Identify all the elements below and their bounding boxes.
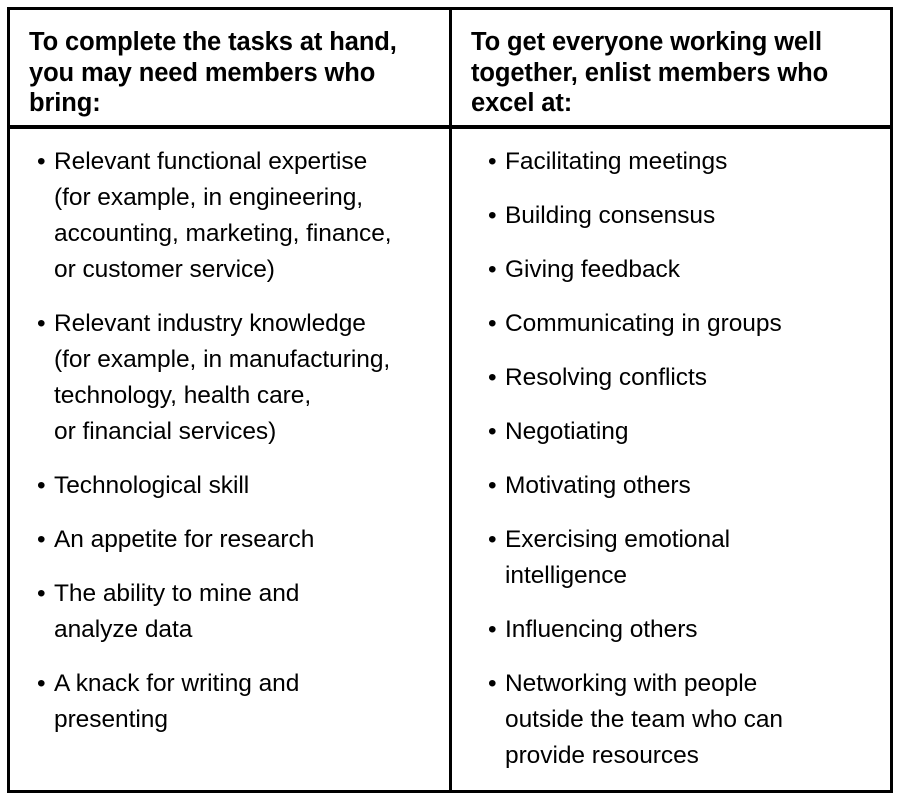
list-item-label: Technological skill [54,472,250,499]
list-item-label: Influencing others [505,616,698,643]
list-item-label: Communicating in groups [505,310,782,337]
list-item-label: Resolving conflicts [505,364,707,391]
list-item-label: Exercising emotional intelligence [505,526,731,589]
list-item-label: A knack for writing and presenting [54,670,300,733]
list-item-label: Facilitating meetings [505,148,728,175]
list-item: • Building consensus [488,198,876,234]
list-item: • Technological skill [37,468,435,504]
list-item-label: Giving feedback [505,256,680,283]
bullet-dot-icon: • [488,364,497,391]
bullet-dot-icon: • [488,418,497,445]
list-item: • Relevant functional expertise (for exa… [37,144,435,288]
list-item-label: Relevant industry knowledge (for example… [54,310,391,445]
table-body-row: • Relevant functional expertise (for exa… [10,129,890,790]
list-item: • Relevant industry knowledge (for examp… [37,306,435,450]
list-item: • Facilitating meetings [488,144,876,180]
header-cell-left: To complete the tasks at hand, you may n… [10,10,452,125]
bullet-dot-icon: • [488,310,497,337]
body-cell-right: • Facilitating meetings • Building conse… [452,129,890,790]
list-item-label: Motivating others [505,472,691,499]
bullet-dot-icon: • [37,580,46,607]
list-item: • Motivating others [488,468,876,504]
list-item-label: Negotiating [505,418,629,445]
header-cell-right: To get everyone working well together, e… [452,10,890,125]
bullet-dot-icon: • [37,526,46,553]
list-item: • Negotiating [488,414,876,450]
bullet-dot-icon: • [37,472,46,499]
list-item: • Communicating in groups [488,306,876,342]
bullet-list-teamwork: • Facilitating meetings • Building conse… [452,129,890,774]
bullet-dot-icon: • [488,526,497,553]
list-item-label: Relevant functional expertise (for examp… [54,148,392,283]
list-item-label: Building consensus [505,202,716,229]
list-item: • A knack for writing and presenting [37,666,435,738]
list-item: • The ability to mine and analyze data [37,576,435,648]
bullet-dot-icon: • [488,616,497,643]
column-header-tasks: To complete the tasks at hand, you may n… [29,28,397,117]
list-item-label: An appetite for research [54,526,315,553]
table-header-row: To complete the tasks at hand, you may n… [10,10,890,129]
bullet-dot-icon: • [488,256,497,283]
bullet-dot-icon: • [488,148,497,175]
bullet-dot-icon: • [37,310,46,337]
list-item-label: The ability to mine and analyze data [54,580,300,643]
bullet-dot-icon: • [488,202,497,229]
body-cell-left: • Relevant functional expertise (for exa… [10,129,452,790]
list-item: • An appetite for research [37,522,435,558]
bullet-dot-icon: • [488,472,497,499]
bullet-dot-icon: • [37,670,46,697]
bullet-list-tasks: • Relevant functional expertise (for exa… [10,129,449,738]
two-column-table: To complete the tasks at hand, you may n… [7,7,893,793]
list-item-label: Networking with people outside the team … [505,670,784,769]
bullet-dot-icon: • [37,148,46,175]
list-item: • Influencing others [488,612,876,648]
column-header-teamwork: To get everyone working well together, e… [471,28,829,117]
list-item: • Networking with people outside the tea… [488,666,876,774]
list-item: • Giving feedback [488,252,876,288]
list-item: • Exercising emotional intelligence [488,522,876,594]
list-item: • Resolving conflicts [488,360,876,396]
bullet-dot-icon: • [488,670,497,697]
